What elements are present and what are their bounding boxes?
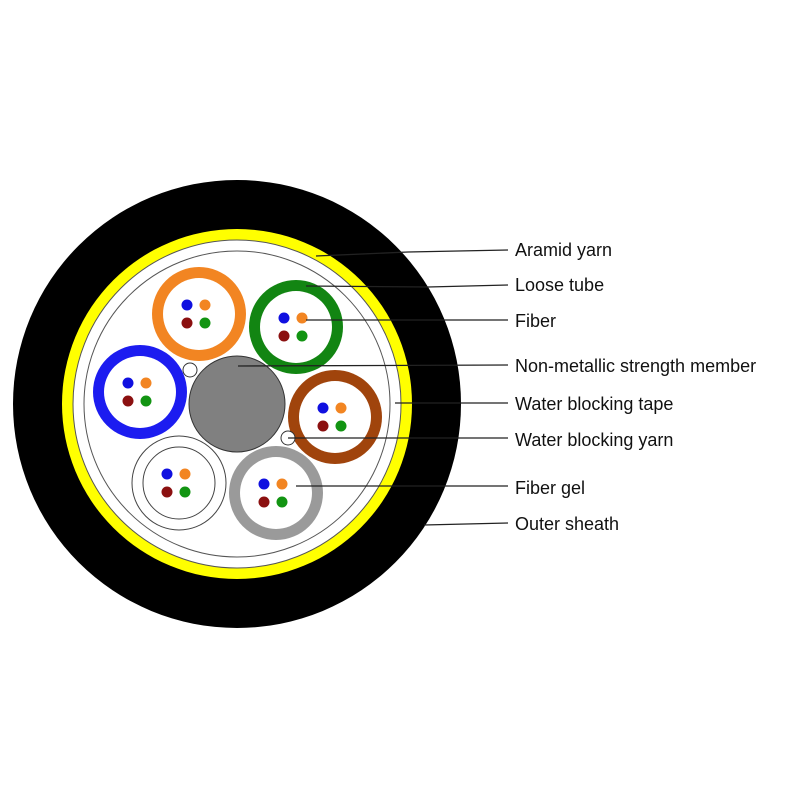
loose-tube-blue — [93, 345, 187, 439]
fiber — [276, 496, 288, 508]
leader-lines — [237, 249, 509, 526]
fiber — [122, 377, 134, 389]
fiber — [161, 486, 173, 498]
fiber — [276, 478, 288, 490]
label-water-blocking-tape: Water blocking tape — [515, 394, 673, 414]
cable-cross-section — [13, 180, 461, 628]
fiber — [296, 312, 308, 324]
fiber — [122, 395, 134, 407]
loose-tubes — [93, 267, 382, 540]
fiber — [258, 496, 270, 508]
label-fiber-gel: Fiber gel — [515, 478, 585, 498]
fiber — [181, 317, 193, 329]
fiber — [278, 312, 290, 324]
leader-line-strength-member — [237, 364, 509, 367]
fiber — [296, 330, 308, 342]
fiber-gel — [260, 291, 332, 363]
loose-tube-green — [249, 280, 343, 374]
fiber — [335, 420, 347, 432]
labels: Aramid yarn Loose tube Fiber Non-metalli… — [515, 240, 756, 534]
fiber-gel — [163, 278, 235, 350]
leader-line-outer-sheath — [423, 522, 509, 526]
label-fiber: Fiber — [515, 311, 556, 331]
fiber — [278, 330, 290, 342]
loose-tube-gray — [229, 446, 323, 540]
fiber — [335, 402, 347, 414]
fiber — [179, 468, 191, 480]
label-water-blocking-yarn: Water blocking yarn — [515, 430, 673, 450]
leader-line-loose-tube — [305, 284, 509, 288]
fiber — [179, 486, 191, 498]
leader-line-aramid-yarn — [315, 249, 509, 257]
loose-tube-white — [131, 435, 227, 531]
fiber-gel — [299, 381, 371, 453]
fiber — [140, 377, 152, 389]
fiber — [258, 478, 270, 490]
non-metallic-strength-member — [188, 355, 286, 453]
fiber — [161, 468, 173, 480]
label-loose-tube: Loose tube — [515, 275, 604, 295]
fiber-gel — [142, 446, 216, 520]
fiber — [181, 299, 193, 311]
fiber — [199, 299, 211, 311]
fiber — [199, 317, 211, 329]
label-outer-sheath: Outer sheath — [515, 514, 619, 534]
water-blocking-yarn — [182, 362, 198, 378]
fiber — [317, 402, 329, 414]
fiber — [317, 420, 329, 432]
loose-tube-brown — [288, 370, 382, 464]
fiber — [140, 395, 152, 407]
loose-tube-orange — [152, 267, 246, 361]
label-non-metallic-strength-member: Non-metallic strength member — [515, 356, 756, 376]
fiber-gel — [104, 356, 176, 428]
fiber-gel — [240, 457, 312, 529]
label-aramid-yarn: Aramid yarn — [515, 240, 612, 260]
